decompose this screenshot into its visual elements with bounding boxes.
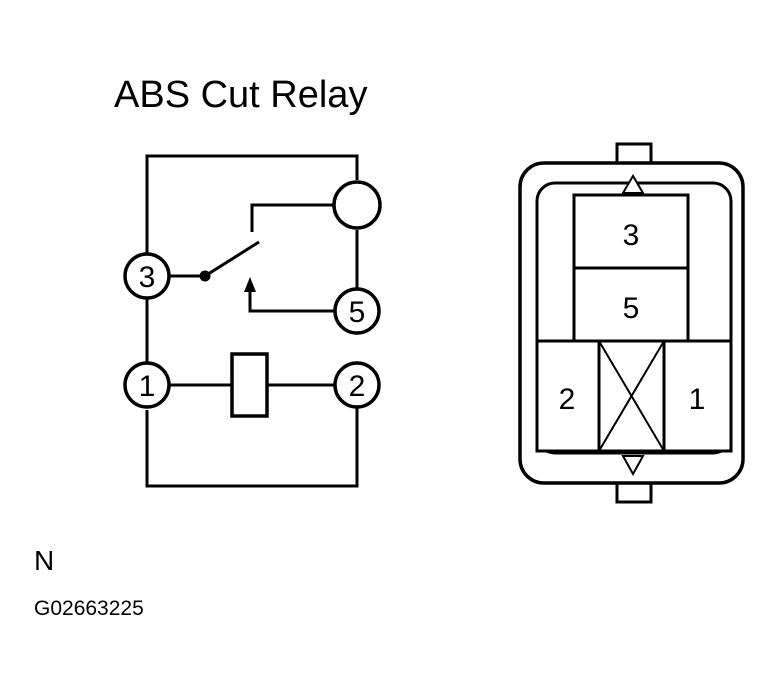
upper-contact-wire: [250, 203, 333, 232]
wire-top: [145, 154, 359, 255]
orientation-label: N: [34, 545, 55, 576]
schematic-terminal-5: [333, 287, 381, 335]
connector-terminal-3-label: 3: [623, 219, 640, 252]
connector-cavity-3: [572, 193, 690, 270]
schematic-terminal-2: [333, 361, 381, 409]
guide-triangle-top: [621, 174, 645, 194]
connector-cavity-2: [535, 339, 601, 453]
connector-terminal-1-label: 1: [689, 383, 706, 416]
wire-bottom: [145, 407, 359, 488]
schematic-terminal-5-label: 5: [349, 296, 366, 329]
guide-triangle-bottom: [621, 455, 645, 477]
connector-terminal-2-label: 2: [559, 383, 576, 416]
schematic-terminal-1: [123, 361, 171, 409]
schematic-terminal-1-label: 1: [139, 370, 156, 403]
schematic-terminal-3: [123, 252, 171, 300]
switch-pivot: [199, 270, 211, 282]
empty-cavity-cross: [598, 340, 665, 452]
connector-cavity-1: [662, 339, 733, 453]
switch-arm: [204, 240, 260, 278]
diagram-title: ABS Cut Relay: [114, 74, 367, 116]
lower-contact-arrow: [244, 277, 256, 292]
schematic-terminal-2-label: 2: [349, 370, 366, 403]
connector-cavity-5: [572, 266, 690, 343]
connector-terminal-5-label: 5: [623, 292, 640, 325]
relay-connector: [518, 142, 745, 504]
relay-schematic: [123, 154, 382, 488]
lower-contact-wire: [248, 290, 334, 313]
figure-code: G02663225: [34, 597, 144, 620]
unnumbered-terminal: [332, 180, 382, 230]
relay-coil: [230, 352, 269, 418]
schematic-terminal-3-label: 3: [139, 261, 156, 294]
